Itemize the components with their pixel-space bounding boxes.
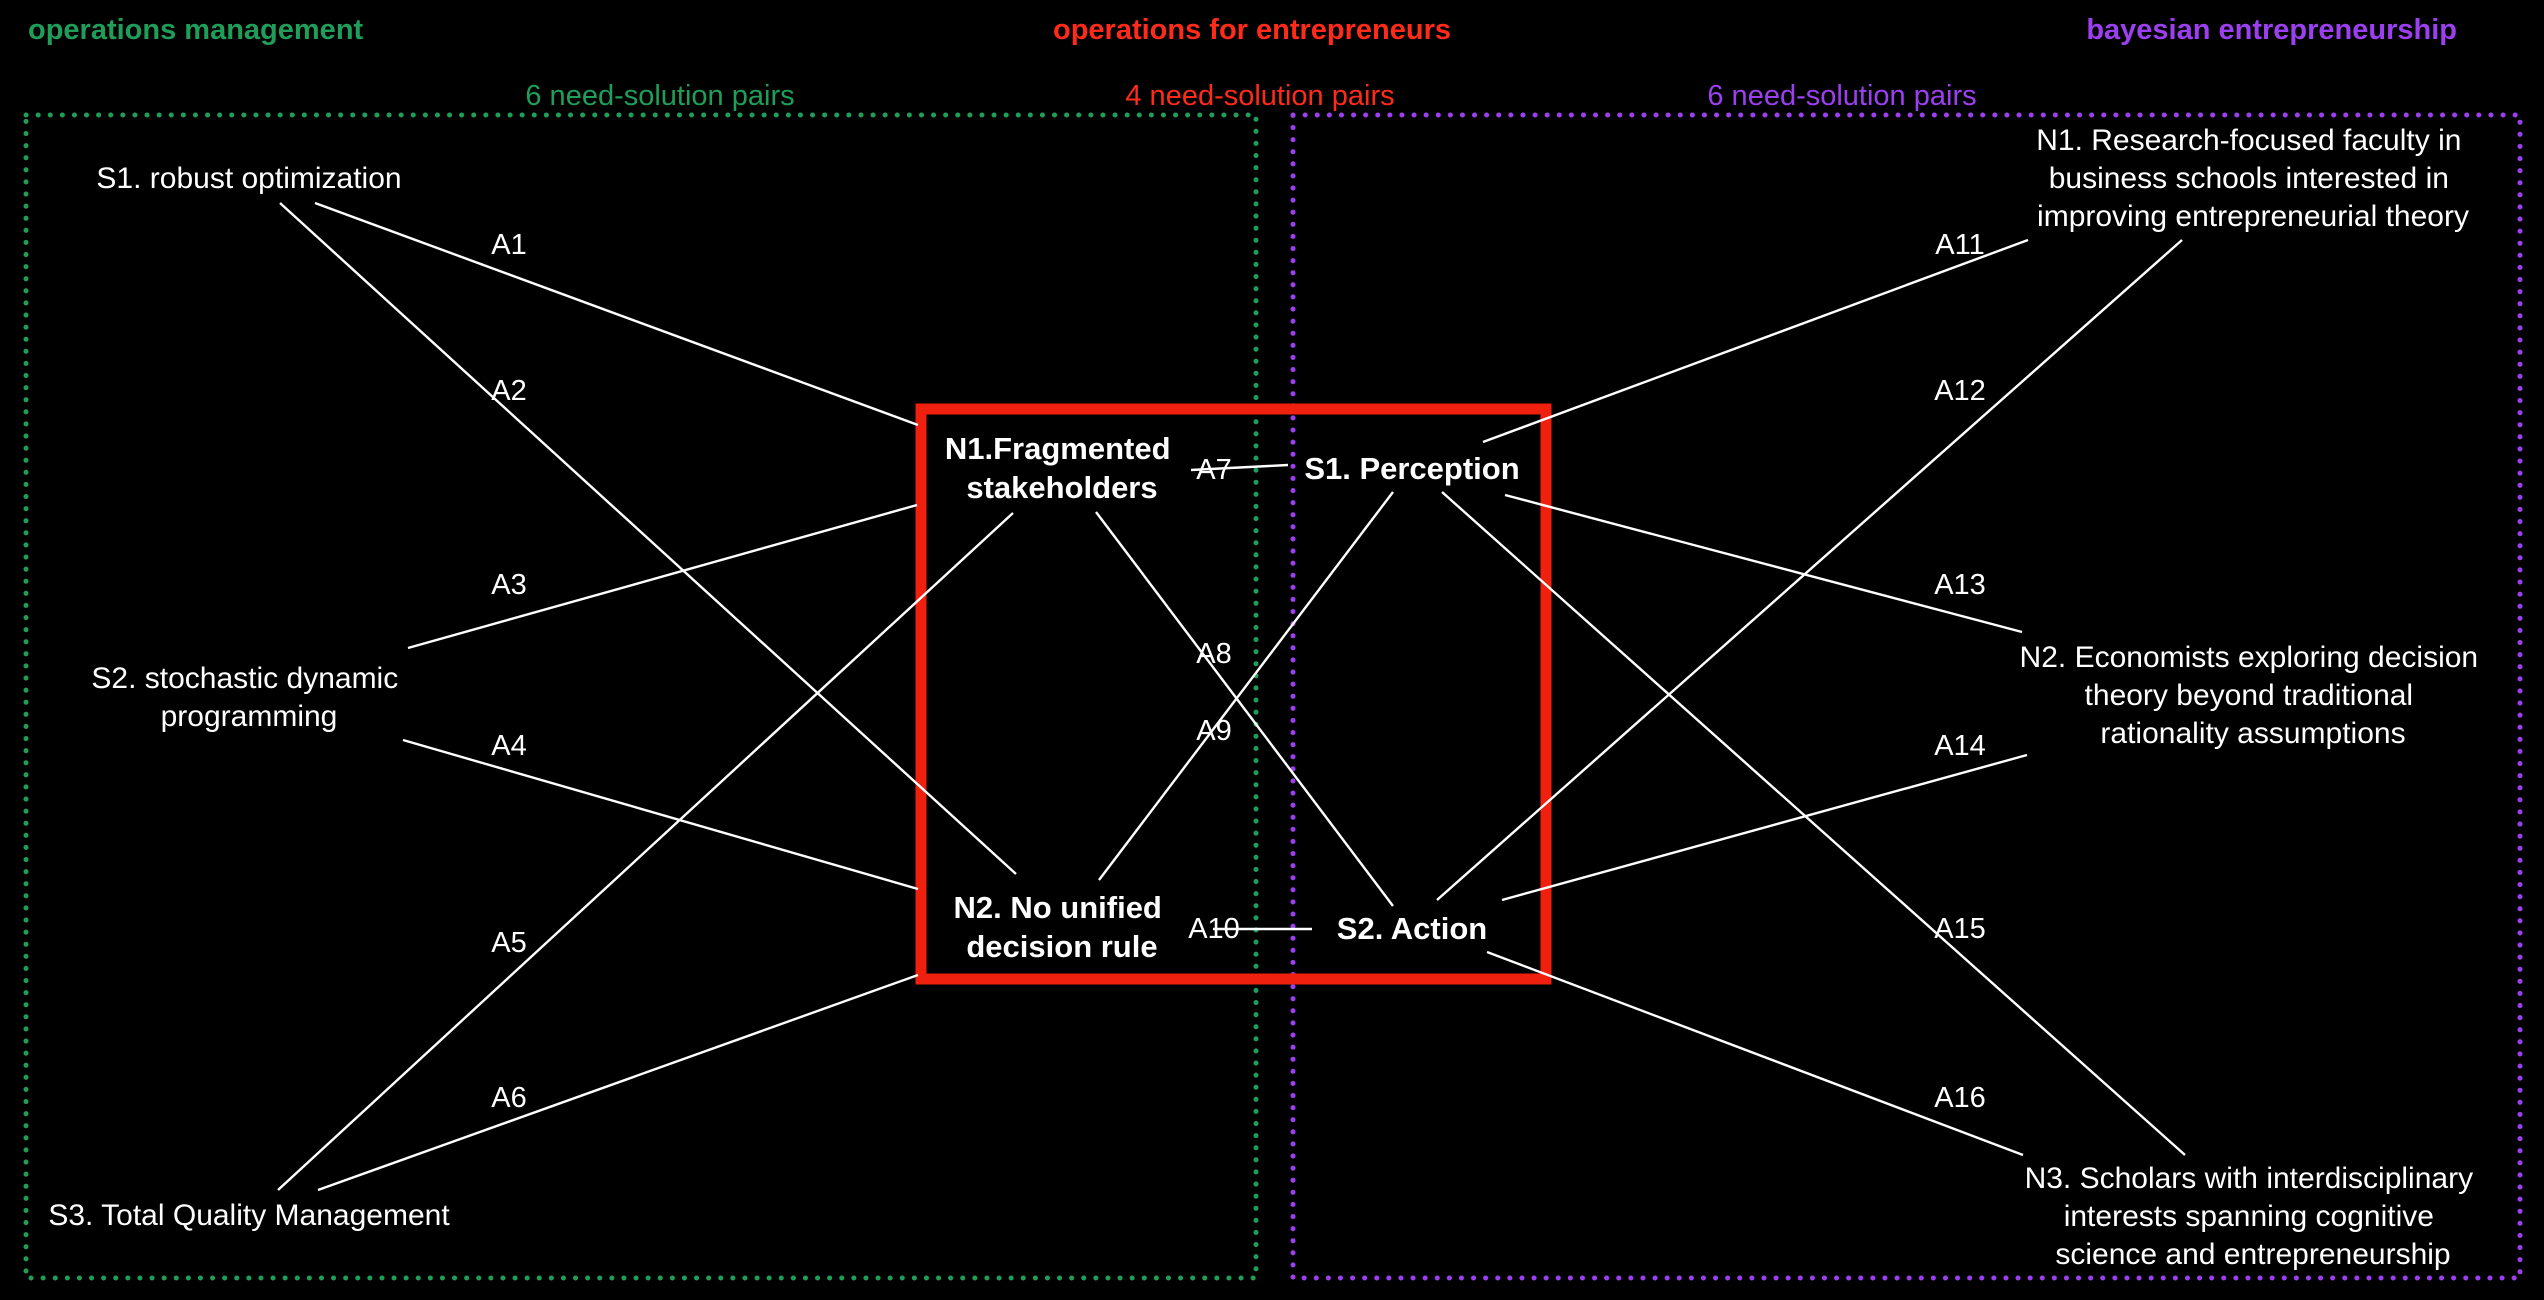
edge-a8 xyxy=(1095,511,1394,907)
edge-label-a14: A14 xyxy=(1934,730,1986,762)
edge-a13 xyxy=(1504,493,2023,634)
edge-label-a7: A7 xyxy=(1196,454,1231,486)
edge-label-a2: A2 xyxy=(491,375,526,407)
center-solution-s2: S2. Action xyxy=(1337,911,1487,946)
edges xyxy=(277,201,2186,1192)
pair-count-left: 6 need-solution pairs xyxy=(525,80,794,112)
operations-for-entrepreneurs-box xyxy=(915,403,1552,985)
edge-label-a4: A4 xyxy=(491,730,526,762)
edge-label-a6: A6 xyxy=(491,1082,526,1114)
header-operations-management: operations management xyxy=(28,14,364,46)
edge-a5 xyxy=(277,512,1014,1191)
edge-label-a16: A16 xyxy=(1934,1082,1986,1114)
edge-label-a1: A1 xyxy=(491,229,526,261)
left-solution-s3: S3. Total Quality Management xyxy=(48,1199,450,1232)
edge-label-a15: A15 xyxy=(1934,913,1986,945)
header-bayesian-entrepreneurship: bayesian entrepreneurship xyxy=(2086,14,2457,46)
left-solution-s1: S1. robust optimization xyxy=(96,162,401,195)
center-solution-s1: S1. Perception xyxy=(1304,451,1519,486)
edge-a6 xyxy=(317,973,919,1192)
edge-label-a5: A5 xyxy=(491,927,526,959)
edge-a1 xyxy=(314,201,919,427)
edge-a16 xyxy=(1486,950,2024,1157)
edge-a11 xyxy=(1482,238,2029,444)
right-need-n1: N1. Research-focused faculty in business… xyxy=(2036,124,2470,233)
operations-management-region xyxy=(23,112,1259,1281)
bayesian-entrepreneurship-region xyxy=(1290,112,2523,1281)
edge-label-a3: A3 xyxy=(491,569,526,601)
right-need-n2: N2. Economists exploring decision theory… xyxy=(2020,641,2487,750)
header-operations-for-entrepreneurs: operations for entrepreneurs xyxy=(1053,14,1451,46)
edge-a12 xyxy=(1436,239,2183,901)
pair-count-center: 4 need-solution pairs xyxy=(1125,80,1394,112)
edge-a15 xyxy=(1441,491,2186,1156)
edge-a3 xyxy=(407,503,918,650)
edge-a9 xyxy=(1098,491,1394,881)
center-need-n2: N2. No unified decision rule xyxy=(953,890,1170,964)
edge-a4 xyxy=(402,738,919,891)
right-need-n3: N3. Scholars with interdisciplinary inte… xyxy=(2025,1162,2482,1271)
edge-label-a13: A13 xyxy=(1934,569,1986,601)
left-solution-s2: S2. stochastic dynamic programming xyxy=(91,662,406,733)
edge-a7 xyxy=(1190,463,1289,472)
center-need-n1: N1.Fragmented stakeholders xyxy=(945,431,1179,505)
pair-count-right: 6 need-solution pairs xyxy=(1707,80,1976,112)
edge-label-a8: A8 xyxy=(1196,638,1231,670)
edge-label-a10: A10 xyxy=(1188,913,1240,945)
edge-a2 xyxy=(279,202,1017,875)
edge-label-a11: A11 xyxy=(1935,229,1984,261)
edge-label-a9: A9 xyxy=(1196,715,1231,747)
edge-a14 xyxy=(1501,753,2028,902)
edge-labels: A1 A2 A3 A4 A5 A6 A7 A8 A9 A10 A11 A12 A… xyxy=(491,229,1986,1114)
edge-label-a12: A12 xyxy=(1934,375,1986,407)
